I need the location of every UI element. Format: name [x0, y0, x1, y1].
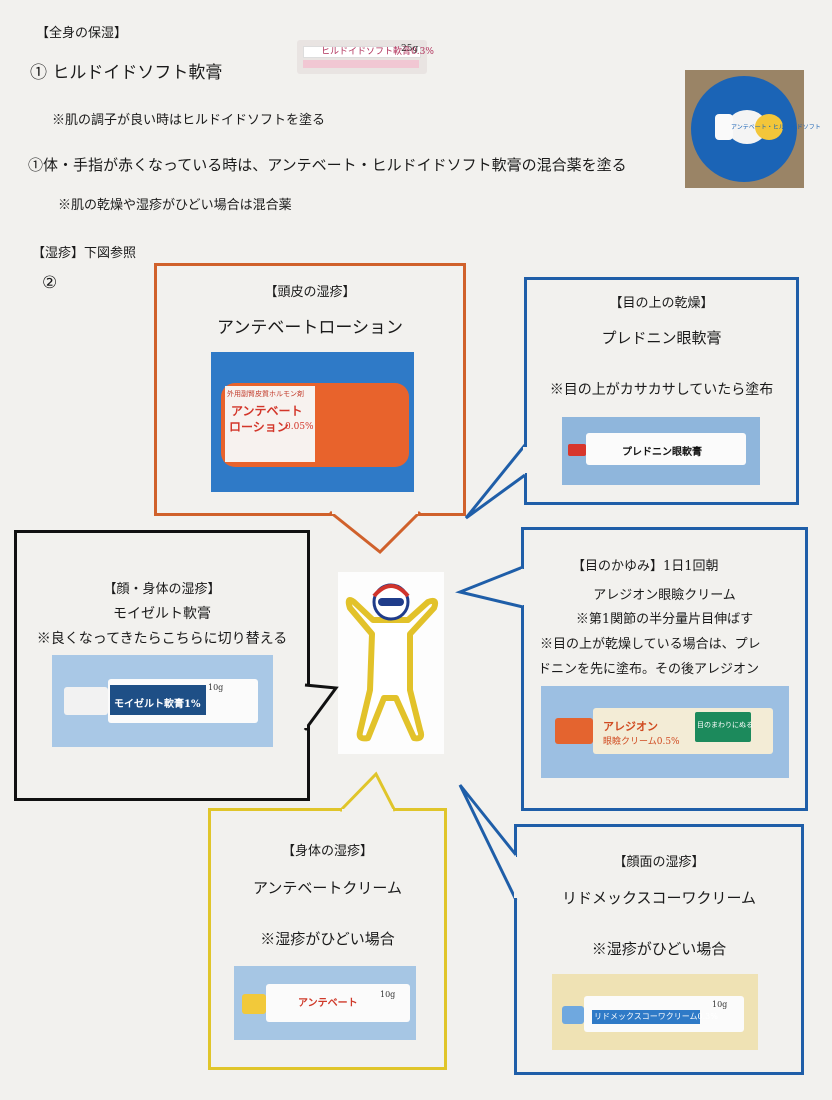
face-note: ※湿疹がひどい場合 [591, 940, 727, 958]
scalp-lotion-photo: 外用副腎皮質ホルモン剤 アンテベート ローション 0.05% [211, 352, 414, 492]
face-callout [514, 824, 804, 1075]
scalp-drug: アンテベートローション [217, 318, 403, 338]
face-body-note: ※良くなってきたらこちらに切り替える [36, 631, 288, 647]
body-title: 【身体の湿疹】 [281, 844, 373, 859]
eye-dry-callout [524, 277, 799, 505]
scalp-bottle-category: 外用副腎皮質ホルモン剤 [227, 390, 304, 398]
eye-itch-tube-tag: 目のまわりにぬる [697, 721, 753, 729]
body-figure-card [338, 572, 444, 754]
face-tube-label: リドメックスコーワクリーム0.3% [594, 1012, 718, 1021]
face-body-tube-label: モイゼルト軟膏1% [114, 699, 201, 710]
eye-itch-schedule: 1日1回朝 [663, 559, 719, 574]
eye-itch-note3: ドニンを先に塗布。その後アレジオン [538, 662, 760, 677]
face-body-title: 【顔・身体の湿疹】 [103, 582, 221, 597]
body-note: ※湿疹がひどい場合 [260, 930, 395, 948]
scalp-bottle-strength: 0.05% [285, 422, 314, 432]
eye-dry-tube-label: プレドニン眼軟膏 [622, 447, 702, 458]
body-tube-photo: アンテベート 10g [234, 966, 416, 1040]
eye-itch-tube-photo: アレジオン 眼瞼クリーム0.5% 目のまわりにぬる [541, 686, 789, 778]
mixture-jar-photo: アンテベート・ヒルドイドソフト [685, 70, 821, 188]
eye-dry-title: 【目の上の乾燥】 [609, 296, 714, 311]
scalp-title: 【頭皮の湿疹】 [264, 285, 356, 300]
face-body-callout [14, 530, 310, 801]
section-title-whole-body: 【全身の保湿】 [36, 26, 128, 41]
face-title: 【顔面の湿疹】 [613, 855, 705, 870]
eye-itch-tube-sub: 眼瞼クリーム0.5% [603, 737, 680, 747]
mixture-jar-label: アンテベート・ヒルドイドソフト [731, 124, 821, 131]
note-hirudoid: ※肌の調子が良い時はヒルドイドソフトを塗る [52, 113, 326, 128]
eye-dry-drug: プレドニン眼軟膏 [601, 329, 722, 347]
eye-itch-heading: 【目のかゆみ】1日1回朝 [572, 555, 719, 574]
eye-itch-callout [521, 527, 808, 811]
eczema-heading: 【湿疹】 [32, 246, 85, 261]
eczema-reference: 下図参照 [84, 246, 137, 261]
face-tube-size: 10g [712, 1000, 728, 1009]
hirudoid-tube-photo: ヒルドイドソフト軟膏0.3% 25g [297, 40, 434, 74]
body-tube-size: 10g [380, 990, 396, 999]
hirudoid-tube-label: ヒルドイドソフト軟膏0.3% [321, 47, 434, 57]
body-tube-label: アンテベート [298, 998, 358, 1009]
scalp-bottle-brand: アンテベート [231, 404, 303, 418]
eye-itch-drug: アレジオン眼瞼クリーム [593, 588, 736, 603]
item-2-marker: ② [42, 273, 58, 293]
eye-dry-note: ※目の上がカサカサしていたら塗布 [549, 382, 774, 398]
scalp-callout [154, 263, 466, 516]
eye-itch-title: 【目のかゆみ】 [572, 559, 664, 574]
body-callout [208, 808, 447, 1070]
body-drug: アンテベートクリーム [253, 879, 402, 897]
face-body-drug: モイゼルト軟膏 [113, 606, 211, 622]
eye-dry-tube-photo: プレドニン眼軟膏 [562, 417, 760, 485]
scalp-bottle-form: ローション [229, 420, 289, 434]
section-title-eczema: 【湿疹】下図参照 [32, 242, 136, 261]
eye-itch-note1: ※第1関節の半分量片目伸ばす [575, 612, 754, 627]
item-hirudoid: ① ヒルドイドソフト軟膏 [30, 63, 223, 83]
hirudoid-tube-size: 25g [401, 44, 419, 54]
eye-itch-note2: ※目の上が乾燥している場合は、プレ [540, 637, 761, 652]
face-tube-photo: リドメックスコーワクリーム0.3% 10g [552, 974, 758, 1050]
eye-itch-tube-brand: アレジオン [603, 720, 658, 733]
body-figure-icon [345, 583, 439, 742]
face-body-tube-photo: モイゼルト軟膏1% 10g [52, 655, 273, 747]
face-body-tube-size: 10g [208, 683, 224, 692]
note-mixture: ※肌の乾燥や湿疹がひどい場合は混合薬 [58, 198, 292, 213]
item-mixture: ①体・手指が赤くなっている時は、アンテベート・ヒルドイドソフト軟膏の混合薬を塗る [28, 156, 627, 174]
face-drug: リドメックスコーワクリーム [561, 889, 757, 907]
